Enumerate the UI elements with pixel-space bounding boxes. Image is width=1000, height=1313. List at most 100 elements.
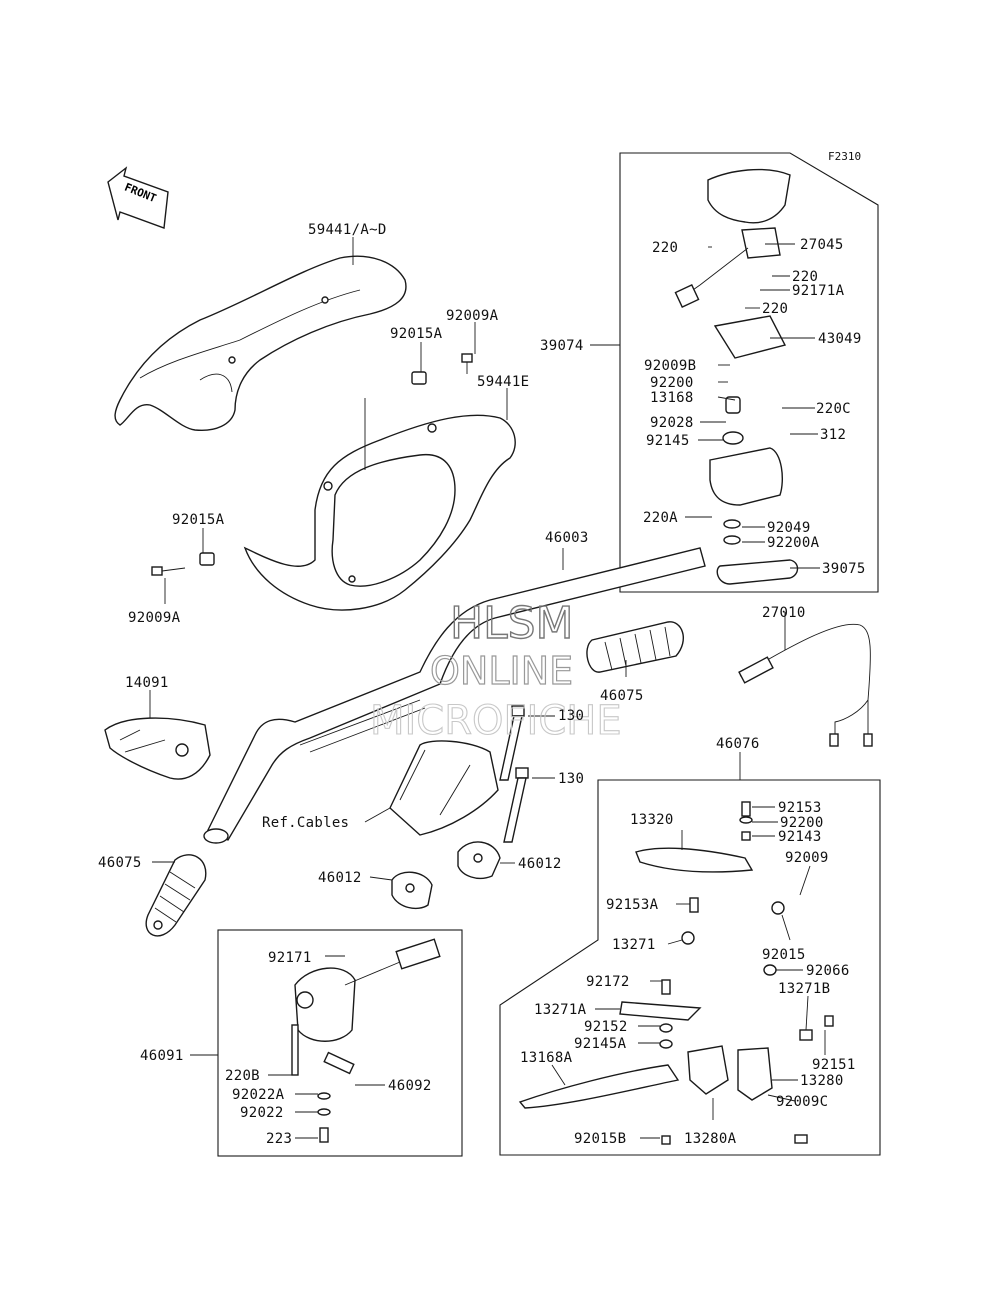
label-39074: 39074: [540, 338, 584, 354]
grip-left: [145, 854, 207, 937]
brake-lever-box: [499, 779, 881, 1156]
bolt-92009a-left: [151, 566, 186, 576]
handlebar-cover-lower: [243, 414, 516, 611]
label-13168: 13168: [650, 390, 694, 406]
label-92171: 92171: [268, 950, 312, 966]
watermark-line1: HLSM: [450, 598, 574, 649]
label-13168a: 13168A: [520, 1050, 573, 1066]
label-13271b: 13271B: [778, 981, 830, 997]
figure-code: F2310: [828, 150, 861, 163]
label-13271: 13271: [612, 937, 656, 953]
throttle-cable: [738, 623, 873, 747]
label-92066: 92066: [806, 963, 850, 979]
label-27045: 27045: [800, 237, 844, 253]
label-220: 220: [762, 301, 788, 317]
label-46012: 46012: [518, 856, 562, 872]
label-46012: 46012: [318, 870, 362, 886]
label-46003: 46003: [545, 530, 589, 546]
label-92200a: 92200A: [767, 535, 820, 551]
label-46075: 46075: [600, 688, 644, 704]
label-223: 223: [266, 1131, 292, 1147]
cover-43049: [713, 315, 787, 359]
label-312: 312: [820, 427, 846, 443]
label-130: 130: [558, 708, 584, 724]
label-92172: 92172: [586, 974, 630, 990]
lever-13168a: [518, 1064, 680, 1109]
label-46092: 46092: [388, 1078, 432, 1094]
label-92200: 92200: [650, 375, 694, 391]
switch-case-27045: [674, 168, 791, 308]
label-46075: 46075: [98, 855, 142, 871]
label-92200: 92200: [780, 815, 824, 831]
label-46091: 46091: [140, 1048, 184, 1064]
grip-right: [586, 621, 685, 673]
label-220a: 220A: [643, 510, 678, 526]
throttle-housing: [709, 396, 783, 545]
label-220c: 220C: [816, 401, 851, 417]
bolt-130-a: [499, 705, 525, 781]
label-13271a: 13271A: [534, 1002, 587, 1018]
label-92015b: 92015B: [574, 1131, 626, 1147]
label-ref-cables: Ref.Cables: [262, 815, 349, 831]
label-92153a: 92153A: [606, 897, 659, 913]
label-92145a: 92145A: [574, 1036, 627, 1052]
holder-13280a: [687, 1045, 729, 1095]
watermark-line2: ONLINE: [430, 649, 573, 693]
label-92028: 92028: [650, 415, 694, 431]
label-39075: 39075: [822, 561, 866, 577]
label-92009a: 92009A: [446, 308, 499, 324]
switch-assembly-box: [619, 152, 879, 593]
handlebar: [203, 547, 706, 844]
bolt-92009a-top: [461, 353, 473, 374]
label-92143: 92143: [778, 829, 822, 845]
label-92009b: 92009B: [644, 358, 696, 374]
label-92009: 92009: [785, 850, 829, 866]
label-130: 130: [558, 771, 584, 787]
label-92022a: 92022A: [232, 1087, 285, 1103]
watermark: HLSM ONLINE MICROFICHE: [369, 597, 622, 744]
collar-92015a-left: [199, 552, 215, 566]
label-220: 220: [652, 240, 678, 256]
label-27010: 27010: [762, 605, 806, 621]
label-59441-a-d: 59441/A~D: [308, 222, 387, 238]
part-labels: 59441/A~D 92009A 92015A 59441E 92015A 92…: [98, 222, 866, 1147]
label-92022: 92022: [240, 1105, 284, 1121]
label-92015a: 92015A: [172, 512, 225, 528]
switch-housing-14091: [104, 717, 211, 780]
throttle-lever-39075: [716, 559, 799, 585]
label-13280: 13280: [800, 1073, 844, 1089]
label-46076: 46076: [716, 736, 760, 752]
label-92153: 92153: [778, 800, 822, 816]
label-92015: 92015: [762, 947, 806, 963]
label-92009a: 92009A: [128, 610, 181, 626]
label-13280a: 13280A: [684, 1131, 737, 1147]
left-switch-box: [217, 929, 463, 1157]
bolt-130-b: [503, 767, 529, 843]
label-14091: 14091: [125, 675, 169, 691]
label-220: 220: [792, 269, 818, 285]
label-220b: 220B: [225, 1068, 260, 1084]
label-92171a: 92171A: [792, 283, 845, 299]
handlebar-holder: [389, 740, 499, 836]
clamp-46012-right: [457, 841, 501, 880]
watermark-line3: MICROFICHE: [370, 698, 622, 744]
label-92049: 92049: [767, 520, 811, 536]
label-59441e: 59441E: [477, 374, 529, 390]
lever-13320: [635, 847, 754, 873]
left-switch-46091: [291, 938, 441, 1143]
label-92152: 92152: [584, 1019, 628, 1035]
holder-13280: [737, 1047, 773, 1101]
handlebar-cover-upper: [114, 255, 407, 432]
front-arrow-icon: FRONT: [107, 166, 169, 229]
bracket-13271a: [619, 1001, 702, 1021]
label-13320: 13320: [630, 812, 674, 828]
label-92151: 92151: [812, 1057, 856, 1073]
leader-lines: [149, 237, 826, 1139]
label-92009c: 92009C: [776, 1094, 828, 1110]
clamp-46012-left: [391, 871, 433, 910]
label-92015a: 92015A: [390, 326, 443, 342]
brake-lever-group: [518, 801, 834, 1145]
label-43049: 43049: [818, 331, 862, 347]
collar-92015a-top: [411, 371, 427, 385]
